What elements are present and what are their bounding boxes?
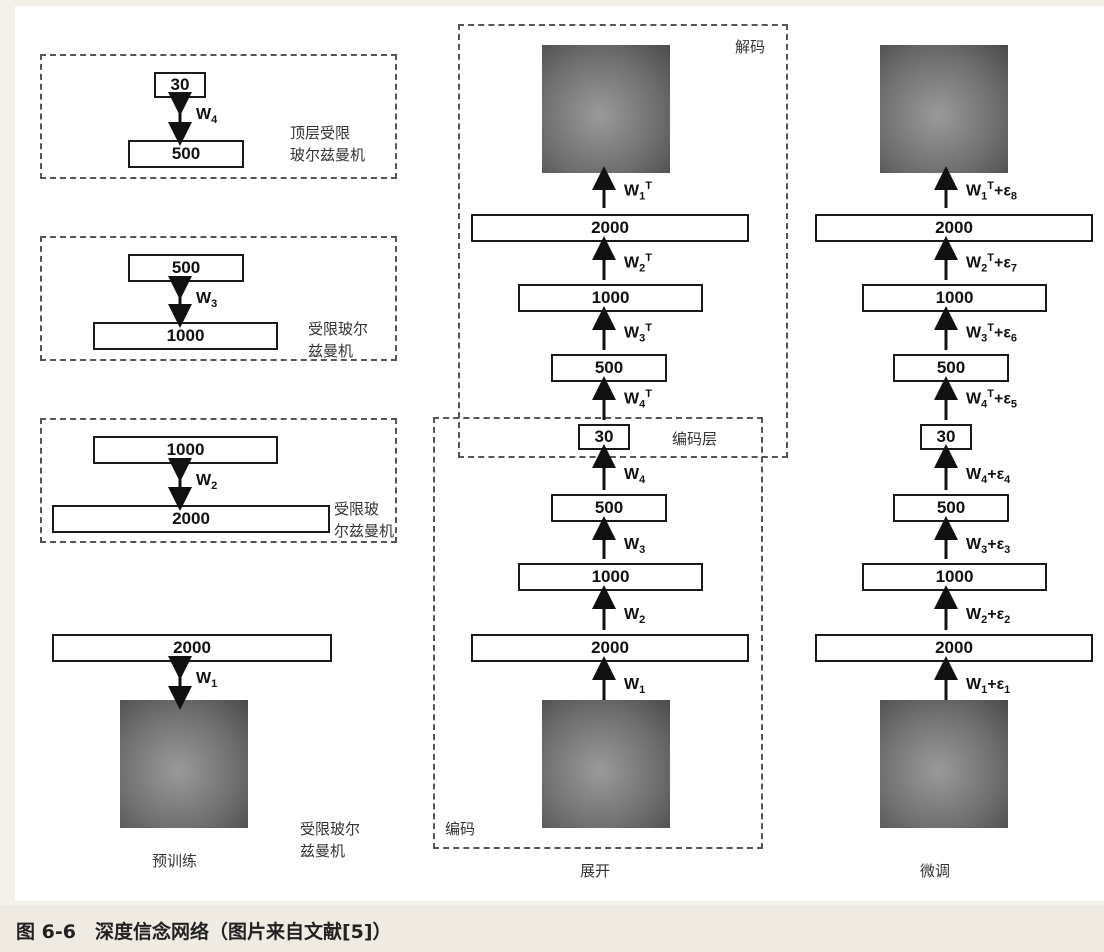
weight-w1-unroll: W1 (624, 676, 646, 696)
weight-w3t-unroll: W3T (624, 322, 652, 345)
rbm-1-label: 受限玻尔兹曼机 (300, 820, 361, 860)
box-30-unroll: 30 (578, 424, 630, 450)
weight-w1-eps1: W1+ε1 (966, 676, 1011, 696)
face-image-unroll-output (542, 45, 670, 173)
decoder-group (458, 24, 788, 458)
weight-w4-unroll: W4 (624, 466, 646, 486)
code-layer-label: 编码层 (672, 430, 718, 448)
weight-w2t-unroll: W2T (624, 252, 652, 275)
decoder-label: 解码 (735, 38, 766, 56)
weight-w2-unroll: W2 (624, 606, 646, 626)
weight-w3t-eps6: W3T+ε6 (966, 322, 1018, 345)
face-image-finetune-input (880, 700, 1008, 828)
figure-caption: 图 6-6 深度信念网络（图片来自文献[5]） (16, 921, 392, 943)
weight-w3-pretrain: W3 (196, 290, 218, 310)
weight-w3-eps3: W3+ε3 (966, 536, 1011, 556)
rbm-3-label: 受限玻尔兹曼机 (308, 320, 369, 360)
weight-w1-pretrain: W1 (196, 670, 218, 690)
rbm-2-group (40, 418, 397, 543)
weight-w1t-eps8: W1T+ε8 (966, 180, 1018, 203)
unroll-title: 展开 (580, 862, 611, 880)
encoder-label: 编码 (445, 820, 476, 838)
rbm-3-group (40, 236, 397, 361)
face-image-pretrain (120, 700, 248, 828)
weight-w2-eps2: W2+ε2 (966, 606, 1011, 626)
weight-w4t-eps5: W4T+ε5 (966, 388, 1018, 411)
pretrain-title: 预训练 (152, 852, 198, 870)
caption-bar: 图 6-6 深度信念网络（图片来自文献[5]） (0, 905, 1104, 952)
weight-w2t-eps7: W2T+ε7 (966, 252, 1018, 275)
weight-w4t-unroll: W4T (624, 388, 652, 411)
weight-w2-pretrain: W2 (196, 472, 218, 492)
finetune-title: 微调 (920, 862, 951, 880)
weight-w4-eps4: W4+ε4 (966, 466, 1011, 486)
face-image-unroll-input (542, 700, 670, 828)
weight-w4-pretrain: W4 (196, 106, 218, 126)
rbm-top-label: 顶层受限玻尔兹曼机 (290, 124, 366, 164)
face-image-finetune-output (880, 45, 1008, 173)
weight-w3-unroll: W3 (624, 536, 646, 556)
rbm-2-label: 受限玻尔兹曼机 (334, 500, 395, 540)
box-30-finetune: 30 (920, 424, 972, 450)
rbm-top-group (40, 54, 397, 179)
encoder-group (433, 417, 763, 849)
weight-w1t-unroll: W1T (624, 180, 652, 203)
box-2000-pretrain-a: 2000 (52, 505, 330, 533)
box-2000-pretrain-b: 2000 (52, 634, 332, 662)
